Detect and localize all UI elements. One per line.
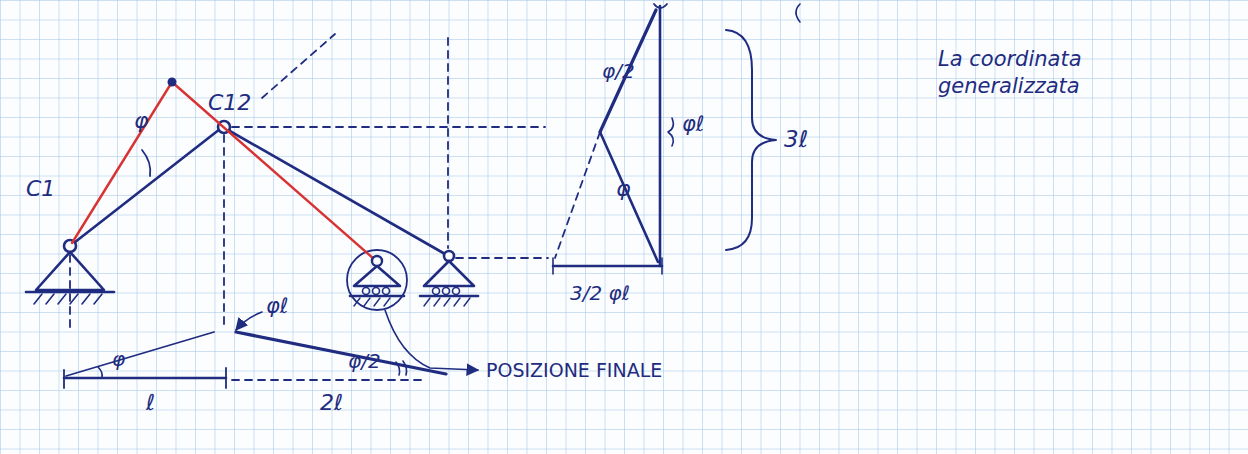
angle-label: φ: [616, 176, 631, 201]
length-label: φℓ: [266, 294, 289, 318]
hinge-label: C12: [208, 90, 251, 115]
ink: [26, 4, 800, 388]
slider-hinge: [372, 256, 382, 266]
dimension-label: 3ℓ: [784, 126, 808, 152]
angle-label: φ/2: [602, 60, 635, 83]
length-label: φℓ: [682, 112, 705, 136]
angle-label: φ: [134, 108, 149, 133]
angle-label: φ/2: [348, 350, 381, 373]
final-links: [72, 82, 374, 259]
dimension-label: 2ℓ: [320, 390, 343, 415]
joint-dot: [168, 78, 177, 87]
hinge-label: C1: [26, 176, 55, 201]
dimension-label: ℓ: [146, 390, 155, 415]
angle-label: φ: [112, 348, 125, 371]
note-text: La coordinata generalizzata: [938, 46, 1148, 101]
length-label: 3/2 φℓ: [570, 282, 630, 305]
note-label: POSIZIONE FINALE: [486, 360, 662, 382]
